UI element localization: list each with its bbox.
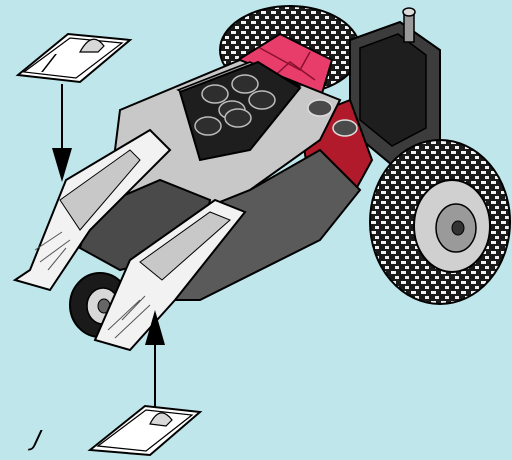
sticker-top: /: [18, 34, 130, 82]
sticker-bottom: J: [27, 406, 200, 455]
stud: [225, 109, 251, 127]
stud: [202, 85, 228, 103]
stud: [308, 100, 332, 116]
stud: [232, 75, 258, 93]
stud: [195, 117, 221, 135]
rear-right-wheel: [370, 140, 510, 304]
arrow-top: [52, 84, 72, 182]
stud: [333, 120, 357, 136]
stud: [249, 91, 275, 109]
sticker-bottom-symbol: J: [27, 426, 44, 452]
